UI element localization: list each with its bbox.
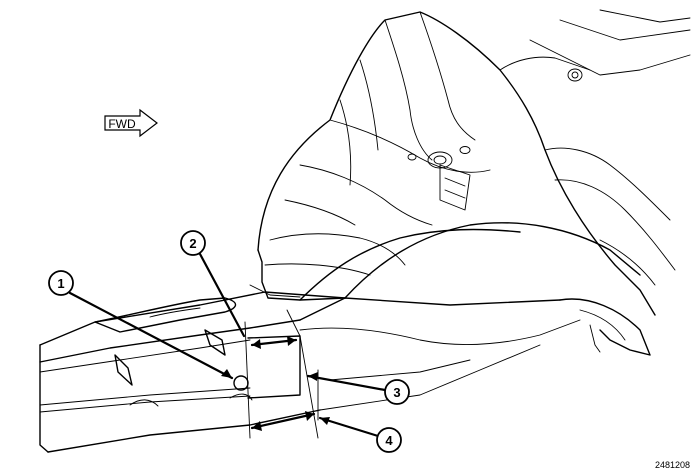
callout-2-label: 2 bbox=[189, 236, 196, 251]
callout-3: 3 bbox=[384, 379, 410, 405]
callout-3-label: 3 bbox=[393, 385, 400, 400]
figure-number: 2481208 bbox=[655, 460, 690, 470]
arrow-right-icon bbox=[104, 108, 158, 138]
floor-rail-assembly bbox=[39, 284, 581, 453]
callout-1-label: 1 bbox=[57, 276, 64, 291]
callout-4: 4 bbox=[376, 427, 402, 453]
dimension-arrow-upper bbox=[250, 336, 298, 349]
wheelhouse-panel bbox=[257, 9, 691, 356]
dimension-arrow-lower bbox=[250, 411, 316, 431]
leader-lines bbox=[68, 252, 387, 438]
weld-point-marker bbox=[233, 375, 249, 391]
forward-direction-arrow: FWD bbox=[104, 108, 158, 138]
fwd-label: FWD bbox=[108, 117, 136, 131]
callout-4-label: 4 bbox=[385, 433, 393, 448]
callout-1: 1 bbox=[48, 270, 74, 296]
callout-2: 2 bbox=[180, 230, 206, 256]
